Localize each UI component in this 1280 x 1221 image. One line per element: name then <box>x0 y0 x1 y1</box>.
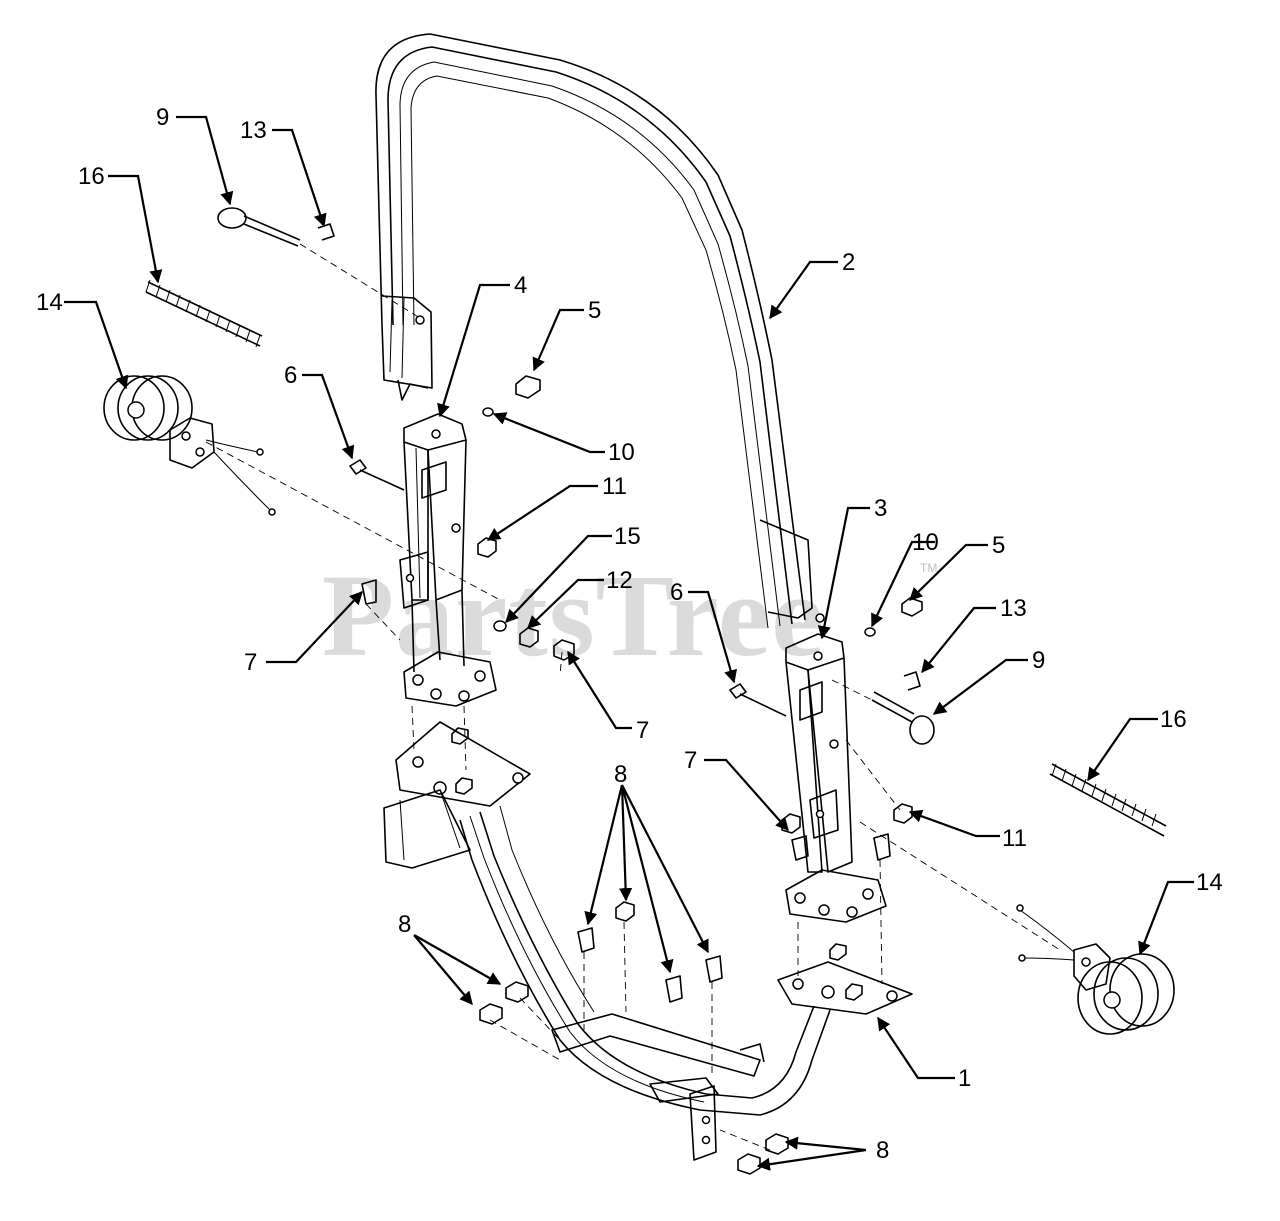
watermark-trademark: TM <box>920 561 937 575</box>
spring-left <box>145 279 263 348</box>
callout-7-right: 7 <box>684 747 697 774</box>
pin-right <box>831 671 935 745</box>
callout-9-left: 9 <box>156 104 169 131</box>
callout-6-left: 6 <box>284 362 297 389</box>
hardware <box>349 375 923 1175</box>
left-upright-bracket <box>399 413 497 707</box>
callout-14-left: 14 <box>36 289 63 316</box>
spring-right <box>1049 763 1167 837</box>
callout-4: 4 <box>514 272 527 299</box>
right-upright-bracket <box>785 633 887 923</box>
pulley-right <box>1016 904 1175 1035</box>
leader-lines <box>64 115 1194 1171</box>
callout-2: 2 <box>842 249 855 276</box>
callout-8-bottom: 8 <box>876 1137 889 1164</box>
callout-14-right: 14 <box>1196 869 1223 896</box>
assembly-lines <box>205 441 1061 1151</box>
callout-15: 15 <box>614 523 641 550</box>
callout-13-left: 13 <box>240 117 267 144</box>
callout-8-center: 8 <box>614 761 627 788</box>
callout-8-left: 8 <box>398 911 411 938</box>
callout-12: 12 <box>606 567 633 594</box>
callout-11-left: 11 <box>602 473 627 500</box>
callout-10-right: 10 <box>912 529 939 556</box>
pulley-left <box>103 375 276 516</box>
upper-handle-frame <box>375 33 825 629</box>
lower-frame <box>383 721 913 1161</box>
callout-13-right: 13 <box>1000 595 1027 622</box>
callout-labels: 1 2 3 4 5 5 6 6 7 7 7 8 8 8 9 9 10 10 11… <box>36 104 1223 1164</box>
callout-5-left: 5 <box>588 297 601 324</box>
callout-1: 1 <box>958 1065 971 1092</box>
callout-16-left: 16 <box>78 163 105 190</box>
callout-16-right: 16 <box>1160 706 1187 733</box>
callout-10-left: 10 <box>608 439 635 466</box>
callout-3: 3 <box>874 495 887 522</box>
callout-9-right: 9 <box>1032 647 1045 674</box>
callout-7-center: 7 <box>636 717 649 744</box>
callout-11-right: 11 <box>1002 825 1027 852</box>
callout-7-left: 7 <box>244 649 257 676</box>
callout-6-right: 6 <box>670 579 683 606</box>
callout-5-right: 5 <box>992 532 1005 559</box>
pin-left <box>217 207 421 319</box>
